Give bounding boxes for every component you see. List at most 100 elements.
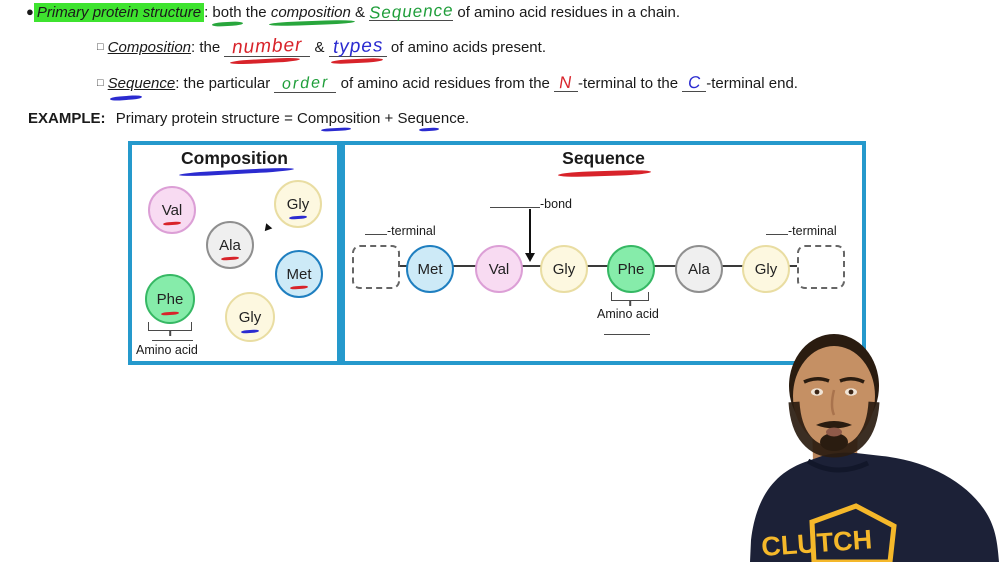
amino-acid-label: Phe xyxy=(617,260,645,278)
note-line-composition: □Composition: the number & types of amin… xyxy=(97,34,546,65)
red-swoosh xyxy=(558,168,651,177)
instructor-chin-beard xyxy=(820,433,848,451)
amino-acid-label: Ala xyxy=(688,260,710,278)
term-composition: Composition xyxy=(107,39,192,56)
blue-swoosh xyxy=(288,215,308,220)
chain-amino-acid-phe: Phe xyxy=(607,245,655,293)
line2-amp: & xyxy=(310,39,329,56)
red-swoosh xyxy=(230,57,301,65)
example-word-composition: Composition xyxy=(297,110,380,132)
instructor-eyebrow-right xyxy=(839,377,865,384)
line3-mid: of amino acid residues from the xyxy=(336,75,555,92)
amino-acid-label: Val xyxy=(161,201,183,219)
sequence-panel: Sequence -bond -terminal -terminal Met V… xyxy=(341,141,866,365)
handwritten-types: types xyxy=(332,35,384,58)
handwritten-number: number xyxy=(231,34,303,59)
note-line-primary-structure: ●Primary protein structure: both the com… xyxy=(26,0,680,26)
chain-amino-acid-gly2: Gly xyxy=(742,245,790,293)
chain-amino-acid-val: Val xyxy=(475,245,523,293)
answer-blank-sequence: Sequence xyxy=(368,0,455,23)
blue-swoosh xyxy=(240,329,260,334)
chain-amino-acid-ala: Ala xyxy=(675,245,723,293)
line1-rest: of amino acid residues in a chain. xyxy=(453,4,680,21)
red-swoosh xyxy=(162,221,182,226)
answer-blank-types: types xyxy=(328,35,387,65)
term-sequence: Sequence xyxy=(108,75,175,102)
amino-acid-ala: Ala xyxy=(206,221,254,269)
highlighted-term: Primary protein structure xyxy=(33,3,205,22)
square-bullet: □ xyxy=(97,41,104,53)
phe-bracket xyxy=(148,322,192,331)
note-line-sequence: □ Sequence: the particular order of amino… xyxy=(97,72,798,102)
example-word-sequence: Sequence xyxy=(397,110,465,132)
amino-acid-caption: Amino acid xyxy=(597,307,659,321)
handwritten-order: order xyxy=(281,74,330,93)
terminal-blank-line xyxy=(766,222,788,235)
word-composition: composition xyxy=(268,4,355,26)
caption-blank-line xyxy=(152,340,193,341)
green-swoosh xyxy=(212,20,244,26)
chain-amino-acid-gly: Gly xyxy=(540,245,588,293)
blue-swoosh xyxy=(320,127,352,132)
handwritten-sequence: Sequence xyxy=(368,0,455,23)
line3-pre: : the particular xyxy=(175,75,275,92)
example-plus: + xyxy=(380,110,398,127)
c-terminal-label: -terminal xyxy=(766,222,837,238)
word-both: both xyxy=(212,4,244,26)
amino-acid-phe: Phe xyxy=(145,274,195,324)
red-swoosh xyxy=(160,311,180,316)
composition-title: Composition xyxy=(132,148,337,178)
red-swoosh xyxy=(330,57,383,65)
answer-blank-n-terminal: N xyxy=(554,72,579,93)
handwritten-n: N xyxy=(559,72,574,93)
amino-acid-met: Met xyxy=(275,250,323,298)
answer-blank-order: order xyxy=(274,74,337,93)
amino-acid-label: Gly xyxy=(286,195,310,213)
line3-rest: -terminal end. xyxy=(706,75,798,92)
amino-acid-caption: Amino acid xyxy=(136,343,198,357)
line1-colon: : xyxy=(204,4,213,21)
caption-blank-line xyxy=(604,334,650,335)
n-terminal-label: -terminal xyxy=(365,222,436,238)
chain-amino-acid-met: Met xyxy=(406,245,454,293)
instructor-iris-left xyxy=(814,389,820,395)
line1-amp: & xyxy=(350,4,370,21)
line3-mid2: -terminal to the xyxy=(578,75,683,92)
instructor-mustache xyxy=(816,421,852,429)
n-terminal-placeholder-box xyxy=(352,245,400,289)
blue-swoosh xyxy=(419,127,440,132)
red-swoosh xyxy=(220,256,240,261)
instructor-beard xyxy=(788,401,880,458)
bond-arrow-head xyxy=(525,253,535,262)
amino-acid-gly-bottom: Gly xyxy=(225,292,275,342)
note-line-example: EXAMPLE: Primary protein structure = Com… xyxy=(28,109,469,132)
bullet-point: ● xyxy=(26,4,34,19)
amino-acid-label: Gly xyxy=(238,308,262,326)
terminal-label-text: -terminal xyxy=(387,224,436,238)
example-pre: Primary protein structure = xyxy=(115,110,297,127)
instructor-iris-right xyxy=(848,389,854,395)
line1-the: the xyxy=(241,4,271,21)
cursor-mark xyxy=(261,223,273,234)
amino-acid-label: Met xyxy=(286,265,312,283)
amino-acid-label: Met xyxy=(417,260,443,278)
bond-label: -bond xyxy=(490,195,572,211)
instructor-nose xyxy=(830,389,836,416)
composition-panel: Composition Val Gly Ala Met Phe Gly Amin… xyxy=(128,141,341,365)
phe-bracket xyxy=(611,292,649,301)
blue-swoosh xyxy=(179,166,294,178)
line2-pre: : the xyxy=(191,39,225,56)
bond-label-text: -bond xyxy=(540,197,572,211)
amino-acid-label: Gly xyxy=(552,260,576,278)
amino-acid-label: Val xyxy=(488,260,510,278)
answer-blank-number: number xyxy=(224,34,311,65)
square-bullet: □ xyxy=(97,77,104,89)
clutch-pentagon-logo-icon xyxy=(809,503,897,562)
terminal-label-text: -terminal xyxy=(788,224,837,238)
amino-acid-label: Ala xyxy=(219,236,241,254)
line2-rest: of amino acids present. xyxy=(386,39,546,56)
instructor-video-overlay: CLUTCH xyxy=(750,334,999,562)
instructor-eyebrow-left xyxy=(803,377,830,384)
sequence-title: Sequence xyxy=(345,148,862,177)
